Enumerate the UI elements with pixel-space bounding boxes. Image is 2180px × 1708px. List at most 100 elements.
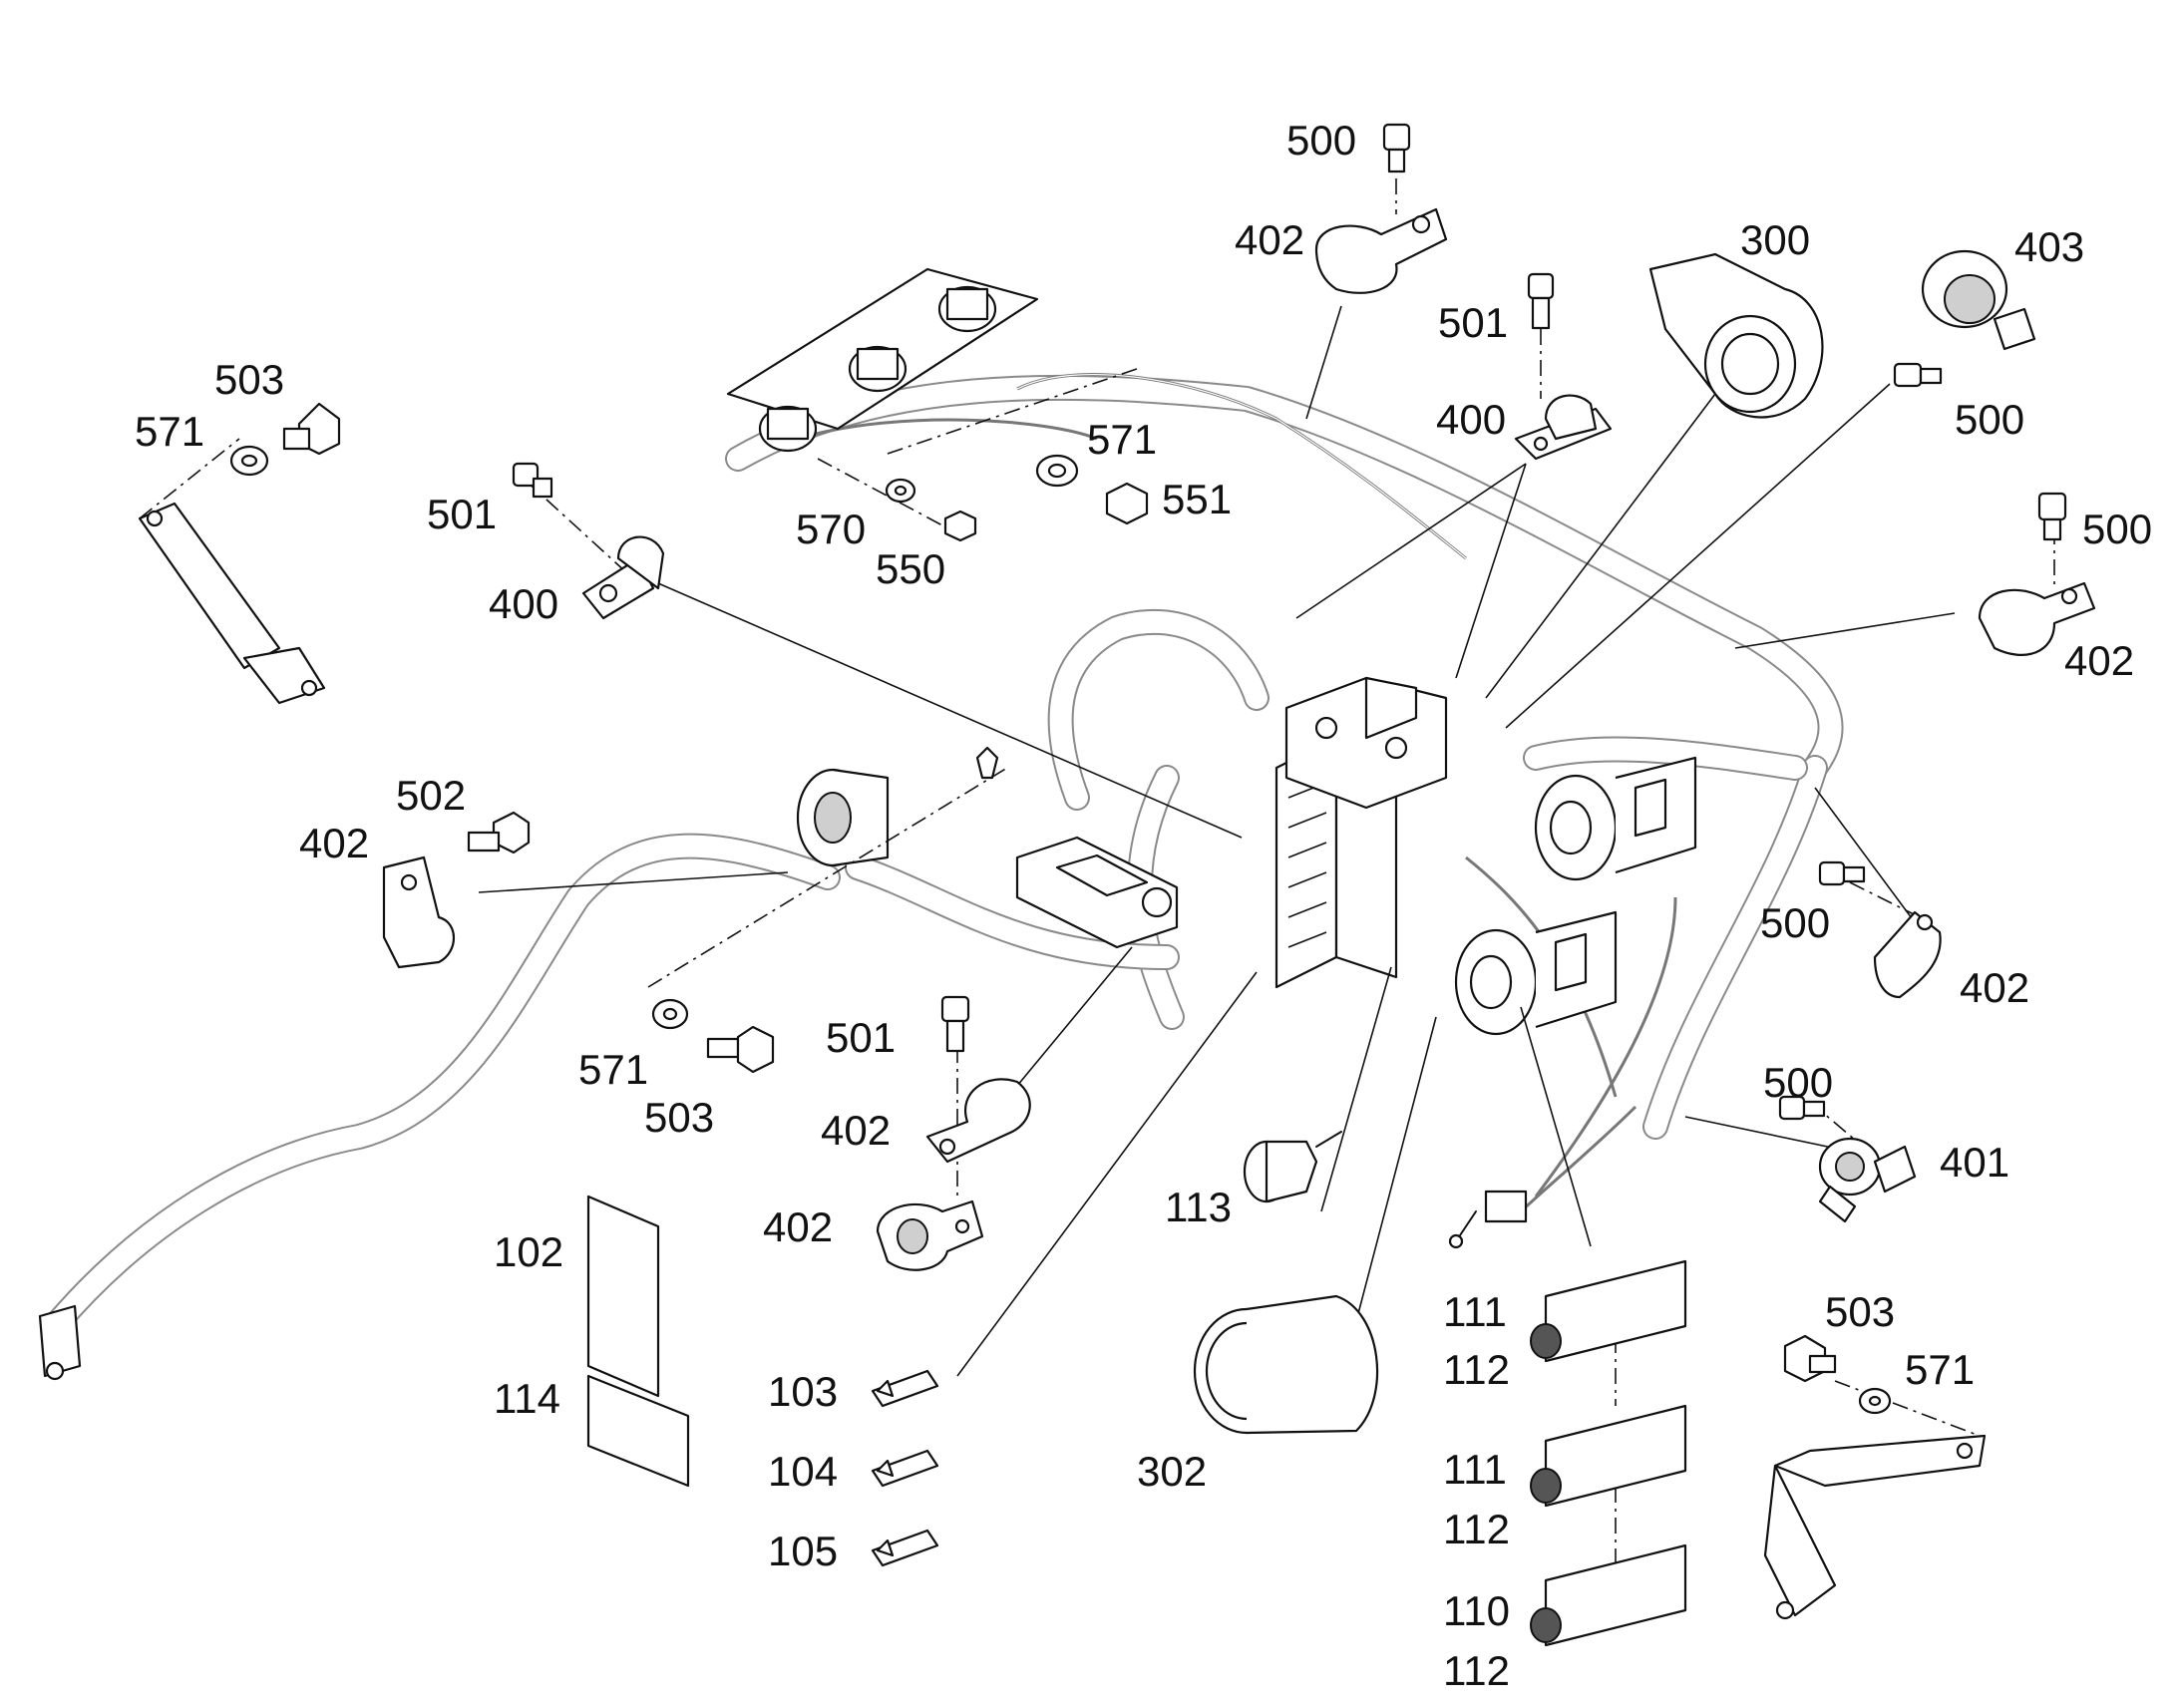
callout-503: 503 — [644, 1094, 714, 1141]
callout-111: 111 — [1443, 1288, 1507, 1335]
callout-501: 501 — [1438, 299, 1508, 346]
callout-300: 300 — [1740, 216, 1810, 263]
callout-570: 570 — [796, 506, 866, 552]
toggle-switch — [1448, 1190, 1528, 1249]
switch-113 — [1243, 1131, 1342, 1203]
callout-402: 402 — [763, 1203, 833, 1250]
cable-terminal-lower-left — [38, 1304, 82, 1381]
screw-500-top — [1382, 123, 1411, 173]
hose-routing — [42, 374, 1844, 1339]
solenoid-1 — [1534, 756, 1697, 881]
bolt-503-lower-left — [706, 1025, 775, 1074]
solenoid-2 — [1454, 910, 1618, 1036]
label-plate-102 — [586, 1195, 660, 1398]
nut-550 — [943, 510, 977, 542]
callout-551: 551 — [1162, 476, 1232, 522]
clamp-402-top — [1314, 207, 1448, 294]
callout-400: 400 — [1436, 396, 1506, 443]
callout-500: 500 — [1760, 899, 1830, 946]
callout-105: 105 — [768, 1528, 838, 1574]
clamp-402-lower-2 — [876, 1199, 984, 1271]
screw-500-right-lower — [1778, 1095, 1826, 1121]
washer-571-upper-left — [229, 445, 269, 477]
clamp-402-right-mid — [1873, 910, 1942, 999]
callout-402: 402 — [821, 1107, 891, 1154]
callout-402: 402 — [2064, 637, 2134, 684]
callout-571: 571 — [1087, 416, 1157, 463]
callout-102: 102 — [494, 1228, 563, 1275]
callout-502: 502 — [396, 772, 466, 819]
bolt-502 — [467, 811, 531, 854]
screw-500-right-upper — [1893, 362, 1943, 388]
ground-strap-lower-right — [1763, 1434, 1987, 1620]
screw-501-top — [1527, 272, 1555, 330]
central-electrical-assembly — [796, 676, 1697, 1036]
circuit-breaker-1 — [1530, 1259, 1687, 1363]
callout-114: 114 — [494, 1375, 560, 1422]
circuit-breaker-3 — [1530, 1543, 1687, 1647]
callout-110: 110 — [1443, 1587, 1510, 1634]
callout-111: 111 — [1443, 1446, 1507, 1493]
callout-500: 500 — [2082, 506, 2152, 552]
callout-402: 402 — [1960, 964, 2029, 1011]
socket-2 — [848, 345, 908, 393]
screw-500-right-mid — [1818, 860, 1866, 886]
leader-lines — [478, 305, 1956, 1377]
clamp-402-left — [382, 855, 455, 969]
callout-503: 503 — [1825, 1288, 1895, 1335]
socket-1 — [758, 405, 818, 453]
fuse-105 — [871, 1529, 939, 1567]
socket-3 — [937, 285, 997, 333]
washer-571-lower-left — [651, 998, 689, 1030]
callout-571: 571 — [578, 1046, 648, 1093]
washer-570 — [885, 478, 916, 504]
callout-403: 403 — [2014, 223, 2084, 270]
washer-571-right — [1858, 1387, 1892, 1415]
callout-571: 571 — [135, 408, 204, 455]
callout-labels: 500 402 300 403 501 400 500 503 571 571 … — [135, 117, 2152, 1694]
screw-501-left — [512, 462, 553, 499]
clamp-402-lower-1 — [925, 1078, 1031, 1164]
fuse-104 — [871, 1449, 939, 1488]
callout-501: 501 — [427, 491, 497, 537]
callout-503: 503 — [214, 356, 284, 403]
callout-571: 571 — [1905, 1346, 1975, 1393]
callout-112: 112 — [1443, 1346, 1510, 1393]
callout-500: 500 — [1763, 1059, 1833, 1106]
callout-113: 113 — [1165, 1184, 1232, 1230]
gauge-302 — [1193, 1294, 1379, 1435]
circuit-breaker-2 — [1530, 1404, 1687, 1508]
callout-402: 402 — [299, 820, 369, 866]
screw-500-right — [2037, 492, 2067, 541]
clip-400-top — [1514, 394, 1613, 461]
bolt-503-right — [1783, 1334, 1837, 1383]
callout-302: 302 — [1137, 1448, 1207, 1495]
ground-bracket — [1015, 836, 1179, 949]
callout-500: 500 — [1286, 117, 1356, 164]
callout-112: 112 — [1443, 1506, 1510, 1552]
screw-501-lower — [940, 995, 970, 1053]
label-plate-114 — [586, 1374, 690, 1488]
clamp-402-right — [1978, 581, 2096, 656]
socket-panel — [726, 267, 1039, 453]
bolt-503-upper-left — [282, 402, 341, 456]
callout-112: 112 — [1443, 1647, 1510, 1694]
clamp-403 — [1921, 249, 2036, 351]
callout-401: 401 — [1940, 1139, 2009, 1186]
clip-400-left — [581, 535, 665, 620]
callout-550: 550 — [876, 545, 945, 592]
plug-connector — [796, 768, 890, 867]
callout-402: 402 — [1235, 216, 1304, 263]
nut-551 — [1105, 482, 1149, 525]
callout-400: 400 — [489, 580, 558, 627]
callout-104: 104 — [768, 1448, 838, 1495]
callout-103: 103 — [768, 1368, 838, 1415]
clip-401 — [1818, 1137, 1917, 1223]
fuse-block-terminals — [1287, 782, 1327, 948]
callout-500: 500 — [1955, 396, 2024, 443]
ground-strap-upper-left — [138, 502, 326, 705]
terminal-boot-300 — [1648, 252, 1824, 419]
fuse-103 — [871, 1369, 939, 1408]
washer-571-mid — [1035, 454, 1079, 488]
